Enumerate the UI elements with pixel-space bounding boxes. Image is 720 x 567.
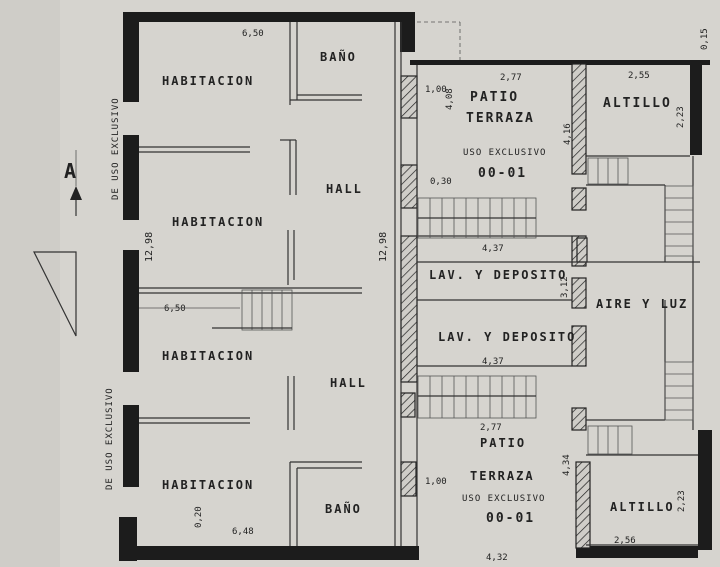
- room-labels: HABITACION HABITACION HABITACION HABITAC…: [105, 49, 688, 526]
- uso-exclusivo-top: USO EXCLUSIVO: [463, 148, 546, 158]
- room-lav-deposito-1: LAV. Y DEPOSITO: [429, 268, 567, 282]
- side-uso-exclusivo-top: DE USO EXCLUSIVO: [111, 97, 121, 200]
- dim-top-width: 6,50: [242, 29, 264, 39]
- stair-right-bottom: [587, 361, 694, 455]
- room-bano-top: BAÑO: [320, 49, 357, 64]
- room-habitacion-4: HABITACION: [162, 478, 254, 492]
- stair-right-top: [587, 157, 694, 257]
- dim-030: 0,30: [430, 177, 452, 187]
- room-habitacion-3: HABITACION: [162, 349, 254, 363]
- hatched-walls: [400, 63, 591, 549]
- side-uso-exclusivo-bottom: DE USO EXCLUSIVO: [105, 387, 115, 490]
- dim-100-bottom: 1,00: [425, 477, 447, 487]
- dim-bottom-width: 6,48: [232, 527, 254, 537]
- stairs: [212, 157, 694, 455]
- dim-altillo-top-width: 2,55: [628, 71, 650, 81]
- interior-partitions: [139, 21, 700, 546]
- stair-center-bottom: [417, 375, 537, 419]
- room-patio-top: PATIO: [470, 90, 519, 105]
- section-marker: A: [33, 150, 82, 337]
- dim-100-top: 1,00: [425, 85, 447, 95]
- room-habitacion-2: HABITACION: [172, 215, 264, 229]
- room-terraza-top: TERRAZA: [466, 111, 535, 126]
- dimension-labels: 6,50 6,48 6,50 12,98 12,98 2,77 2,77 2,5…: [139, 28, 710, 563]
- stair-center-top: [417, 197, 537, 239]
- dim-015: 0,15: [700, 28, 710, 50]
- room-hall-1: HALL: [326, 182, 363, 196]
- dim-length-left: 12,98: [144, 232, 155, 262]
- room-hall-2: HALL: [330, 376, 367, 390]
- uso-exclusivo-bottom: USO EXCLUSIVO: [462, 494, 545, 504]
- unit-number-top: 00-01: [478, 166, 527, 181]
- unit-number-bottom: 00-01: [486, 511, 535, 526]
- dim-416: 4,16: [563, 123, 573, 145]
- dim-434: 4,34: [562, 454, 572, 476]
- room-bano-bottom: BAÑO: [325, 501, 362, 516]
- dim-patio-top-width: 2,77: [500, 73, 522, 83]
- dim-altillo-bottom-width: 2,56: [614, 536, 636, 546]
- dim-020: 0,20: [194, 506, 204, 528]
- compass-label: A: [64, 159, 76, 183]
- room-altillo-top: ALTILLO: [603, 96, 672, 111]
- dim-length-right: 12,98: [378, 232, 389, 262]
- dim-223-top: 2,23: [676, 106, 686, 128]
- dim-432: 4,32: [486, 553, 508, 563]
- room-altillo-bottom: ALTILLO: [610, 500, 675, 514]
- room-habitacion-1: HABITACION: [162, 74, 254, 88]
- room-terraza-bottom: TERRAZA: [470, 469, 535, 483]
- room-lav-deposito-2: LAV. Y DEPOSITO: [438, 330, 576, 344]
- dim-312: 3,12: [560, 276, 570, 298]
- dim-408: 4,08: [445, 88, 455, 110]
- dim-mid-width: 6,50: [164, 304, 186, 314]
- dim-patio-bottom-width: 2,77: [480, 423, 502, 433]
- room-aire-luz: AIRE Y LUZ: [596, 297, 688, 311]
- dim-437-bottom: 4,37: [482, 357, 504, 367]
- dim-223-bottom: 2,23: [677, 490, 687, 512]
- dim-437-top: 4,37: [482, 244, 504, 254]
- room-patio-bottom: PATIO: [480, 436, 526, 450]
- scan-edge: [0, 0, 60, 567]
- stair-hall: [212, 289, 293, 331]
- outer-walls: [119, 12, 712, 561]
